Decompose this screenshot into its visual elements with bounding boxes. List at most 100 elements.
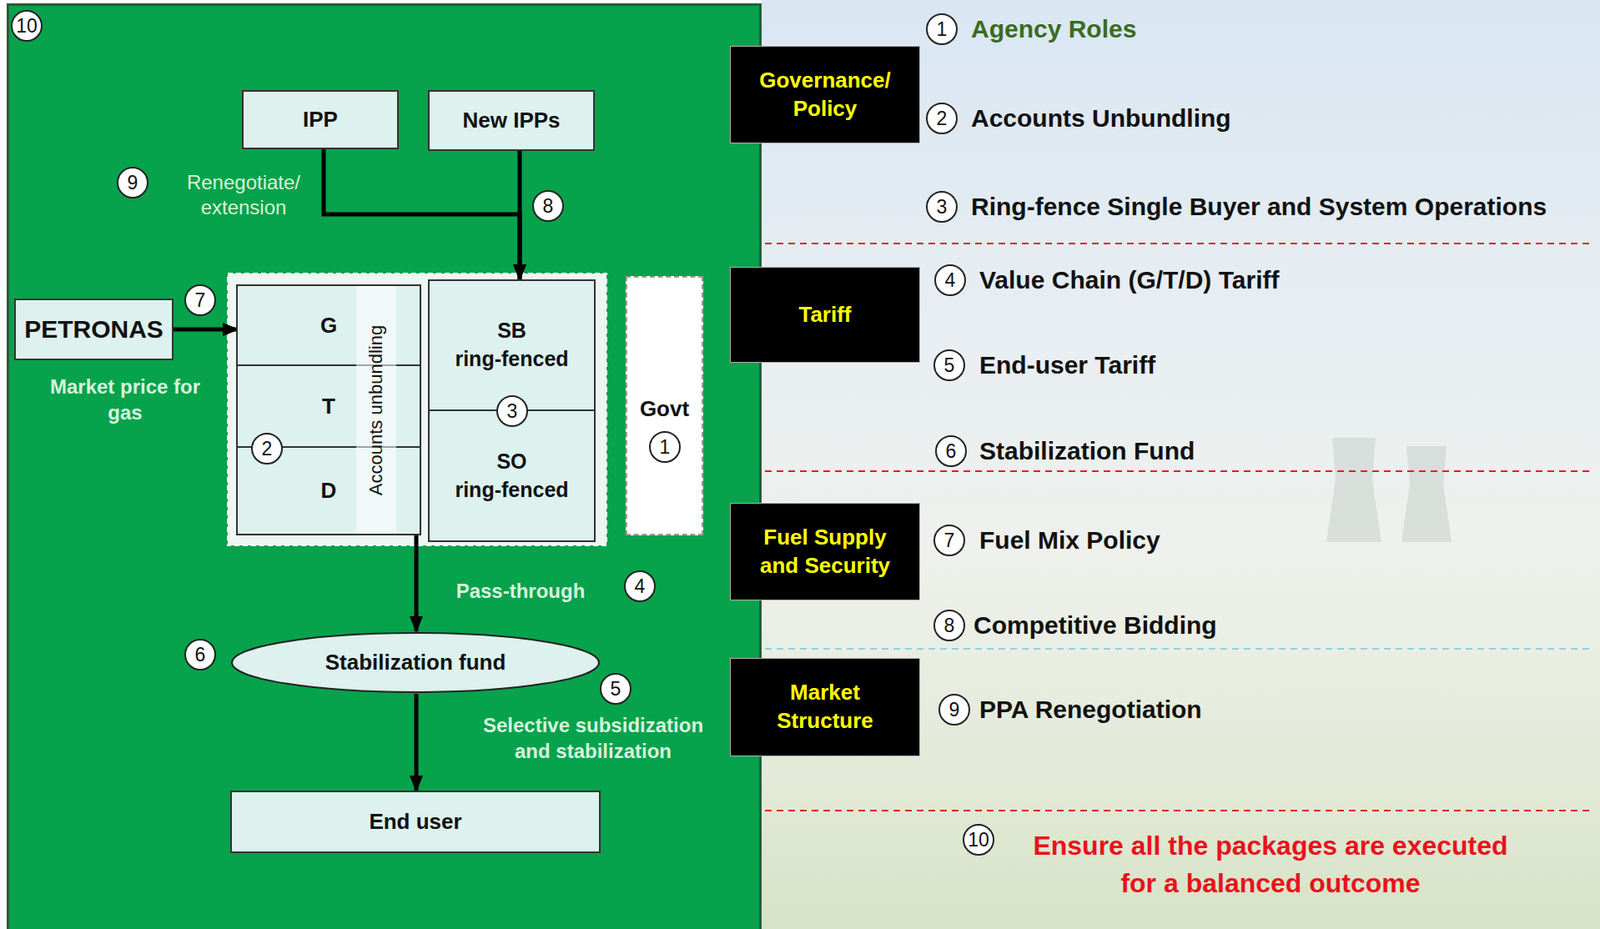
callout-number: 3 [496, 395, 529, 428]
node-text: Fuel Supply and Security [749, 523, 901, 581]
separator-line [764, 648, 1592, 650]
text-label: PPA Renegotiation [979, 695, 1203, 725]
text-label: Selective subsidization and stabilizatio… [467, 712, 719, 765]
callout-number: 1 [925, 13, 958, 46]
edge-label-text: Pass-through [456, 578, 586, 604]
node-text: End user [368, 808, 462, 836]
text-label: Stabilization Fund [979, 437, 1195, 466]
separator-line [764, 242, 1592, 245]
callout-number: 2 [261, 437, 273, 461]
dashed-enclosure [227, 273, 607, 546]
callout-number: 4 [934, 264, 967, 297]
node-text: Stabilization fund [325, 649, 507, 677]
label-text: Stabilization Fund [979, 437, 1195, 466]
label-text: End-user Tariff [979, 351, 1156, 380]
operator-box: SO ring-fenced [427, 409, 596, 543]
text-label: Market price for gas [37, 373, 213, 426]
generator-box: New IPPs [427, 90, 595, 151]
callout-number: 7 [195, 289, 207, 312]
callout-number: 3 [507, 400, 519, 423]
text-label: End-user Tariff [979, 351, 1156, 380]
connector-arrow [518, 150, 523, 280]
cooling-tower [1401, 446, 1452, 543]
node-text: G [320, 311, 338, 340]
node-text: SO ring-fenced [437, 447, 588, 505]
callout-number: 10 [967, 829, 990, 852]
supplier-box: PETRONAS [14, 298, 174, 361]
node-text: Accounts unbundling [365, 324, 388, 495]
callout-number: 4 [623, 570, 656, 603]
label-text: Ring-fence Single Buyer and System Opera… [971, 192, 1547, 222]
callout-number: 5 [599, 673, 632, 705]
callout-number: 6 [195, 644, 207, 667]
node-text: PETRONAS [24, 315, 164, 344]
node-text: Tariff [798, 301, 851, 330]
callout-number: 9 [949, 699, 961, 722]
end-user-box: End user [230, 790, 601, 854]
fund-ellipse: Stabilization fund [230, 631, 601, 695]
text-label: Competitive Bidding [973, 611, 1218, 640]
node-text: T [322, 392, 336, 421]
text-label: Ring-fence Single Buyer and System Opera… [971, 192, 1547, 222]
label-text: Accounts Unbundling [971, 104, 1232, 133]
callout-number: 9 [116, 166, 149, 199]
callout-number: 10 [10, 10, 43, 42]
callout-number: 3 [925, 191, 958, 223]
category-box: Fuel Supply and Security [729, 503, 921, 601]
label-text: Fuel Mix Policy [979, 526, 1161, 555]
node-text: D [321, 477, 338, 505]
operator-box: SB ring-fenced [427, 279, 596, 412]
callout-number: 8 [543, 195, 554, 218]
node-text: New IPPs [462, 106, 560, 135]
utility-box: Accounts unbundling G T D [236, 284, 422, 536]
callout-number: 8 [532, 190, 564, 222]
callout-number: 4 [945, 269, 956, 292]
callout-number: 5 [610, 678, 622, 701]
node-text: IPP [302, 105, 338, 134]
agency-box: Govt [625, 276, 704, 536]
label-text: Selective subsidization and stabilizatio… [467, 712, 719, 765]
separator-line [764, 810, 1592, 812]
callout-number: 1 [936, 18, 948, 41]
label-text: Renegotiate/ extension [164, 170, 323, 221]
node-text: SB ring-fenced [437, 316, 588, 374]
callout-number: 8 [944, 614, 956, 638]
callout-number: 3 [936, 196, 948, 219]
cooling-tower [1326, 437, 1382, 543]
callout-number: 6 [184, 638, 217, 671]
callout-number: 8 [933, 609, 966, 642]
category-box: Market Structure [729, 658, 921, 757]
callout-number: 2 [925, 102, 958, 135]
label-text: PPA Renegotiation [979, 695, 1203, 725]
callout-number: 5 [933, 349, 966, 382]
category-box: Governance/ Policy [729, 45, 921, 144]
ellipse-shape [231, 633, 599, 693]
label-text: Value Chain (G/T/D) Tariff [979, 266, 1279, 295]
label-text: Agency Roles [971, 15, 1137, 44]
callout-number: 4 [634, 575, 646, 599]
callout-number: 2 [251, 432, 283, 465]
separator-line [764, 470, 1592, 473]
text-label: Fuel Mix Policy [979, 526, 1161, 555]
text-label: Accounts Unbundling [971, 104, 1232, 133]
connector-arrow [173, 327, 238, 333]
callout-number: 1 [649, 431, 681, 463]
callout-number: 9 [938, 694, 971, 726]
connector-arrow [323, 149, 520, 280]
callout-number: 6 [945, 440, 957, 463]
label-text: Competitive Bidding [973, 611, 1218, 640]
callout-number: 5 [944, 354, 956, 378]
node-text: Governance/ Policy [741, 66, 909, 124]
node-text: Market Structure [741, 679, 909, 736]
callout-number: 10 [962, 824, 995, 856]
callout-number: 10 [15, 15, 38, 38]
text-label: Renegotiate/ extension [164, 170, 323, 221]
text-label: Ensure all the packages are executed for… [1020, 827, 1521, 903]
connector-arrow [414, 694, 419, 791]
category-box: Tariff [729, 266, 921, 363]
callout-number: 7 [944, 529, 956, 553]
node-text: Govt [639, 395, 690, 423]
callout-number: 7 [933, 524, 966, 557]
unbundling-strip: Accounts unbundling [356, 286, 397, 534]
label-text: Ensure all the packages are executed for… [1020, 827, 1521, 903]
